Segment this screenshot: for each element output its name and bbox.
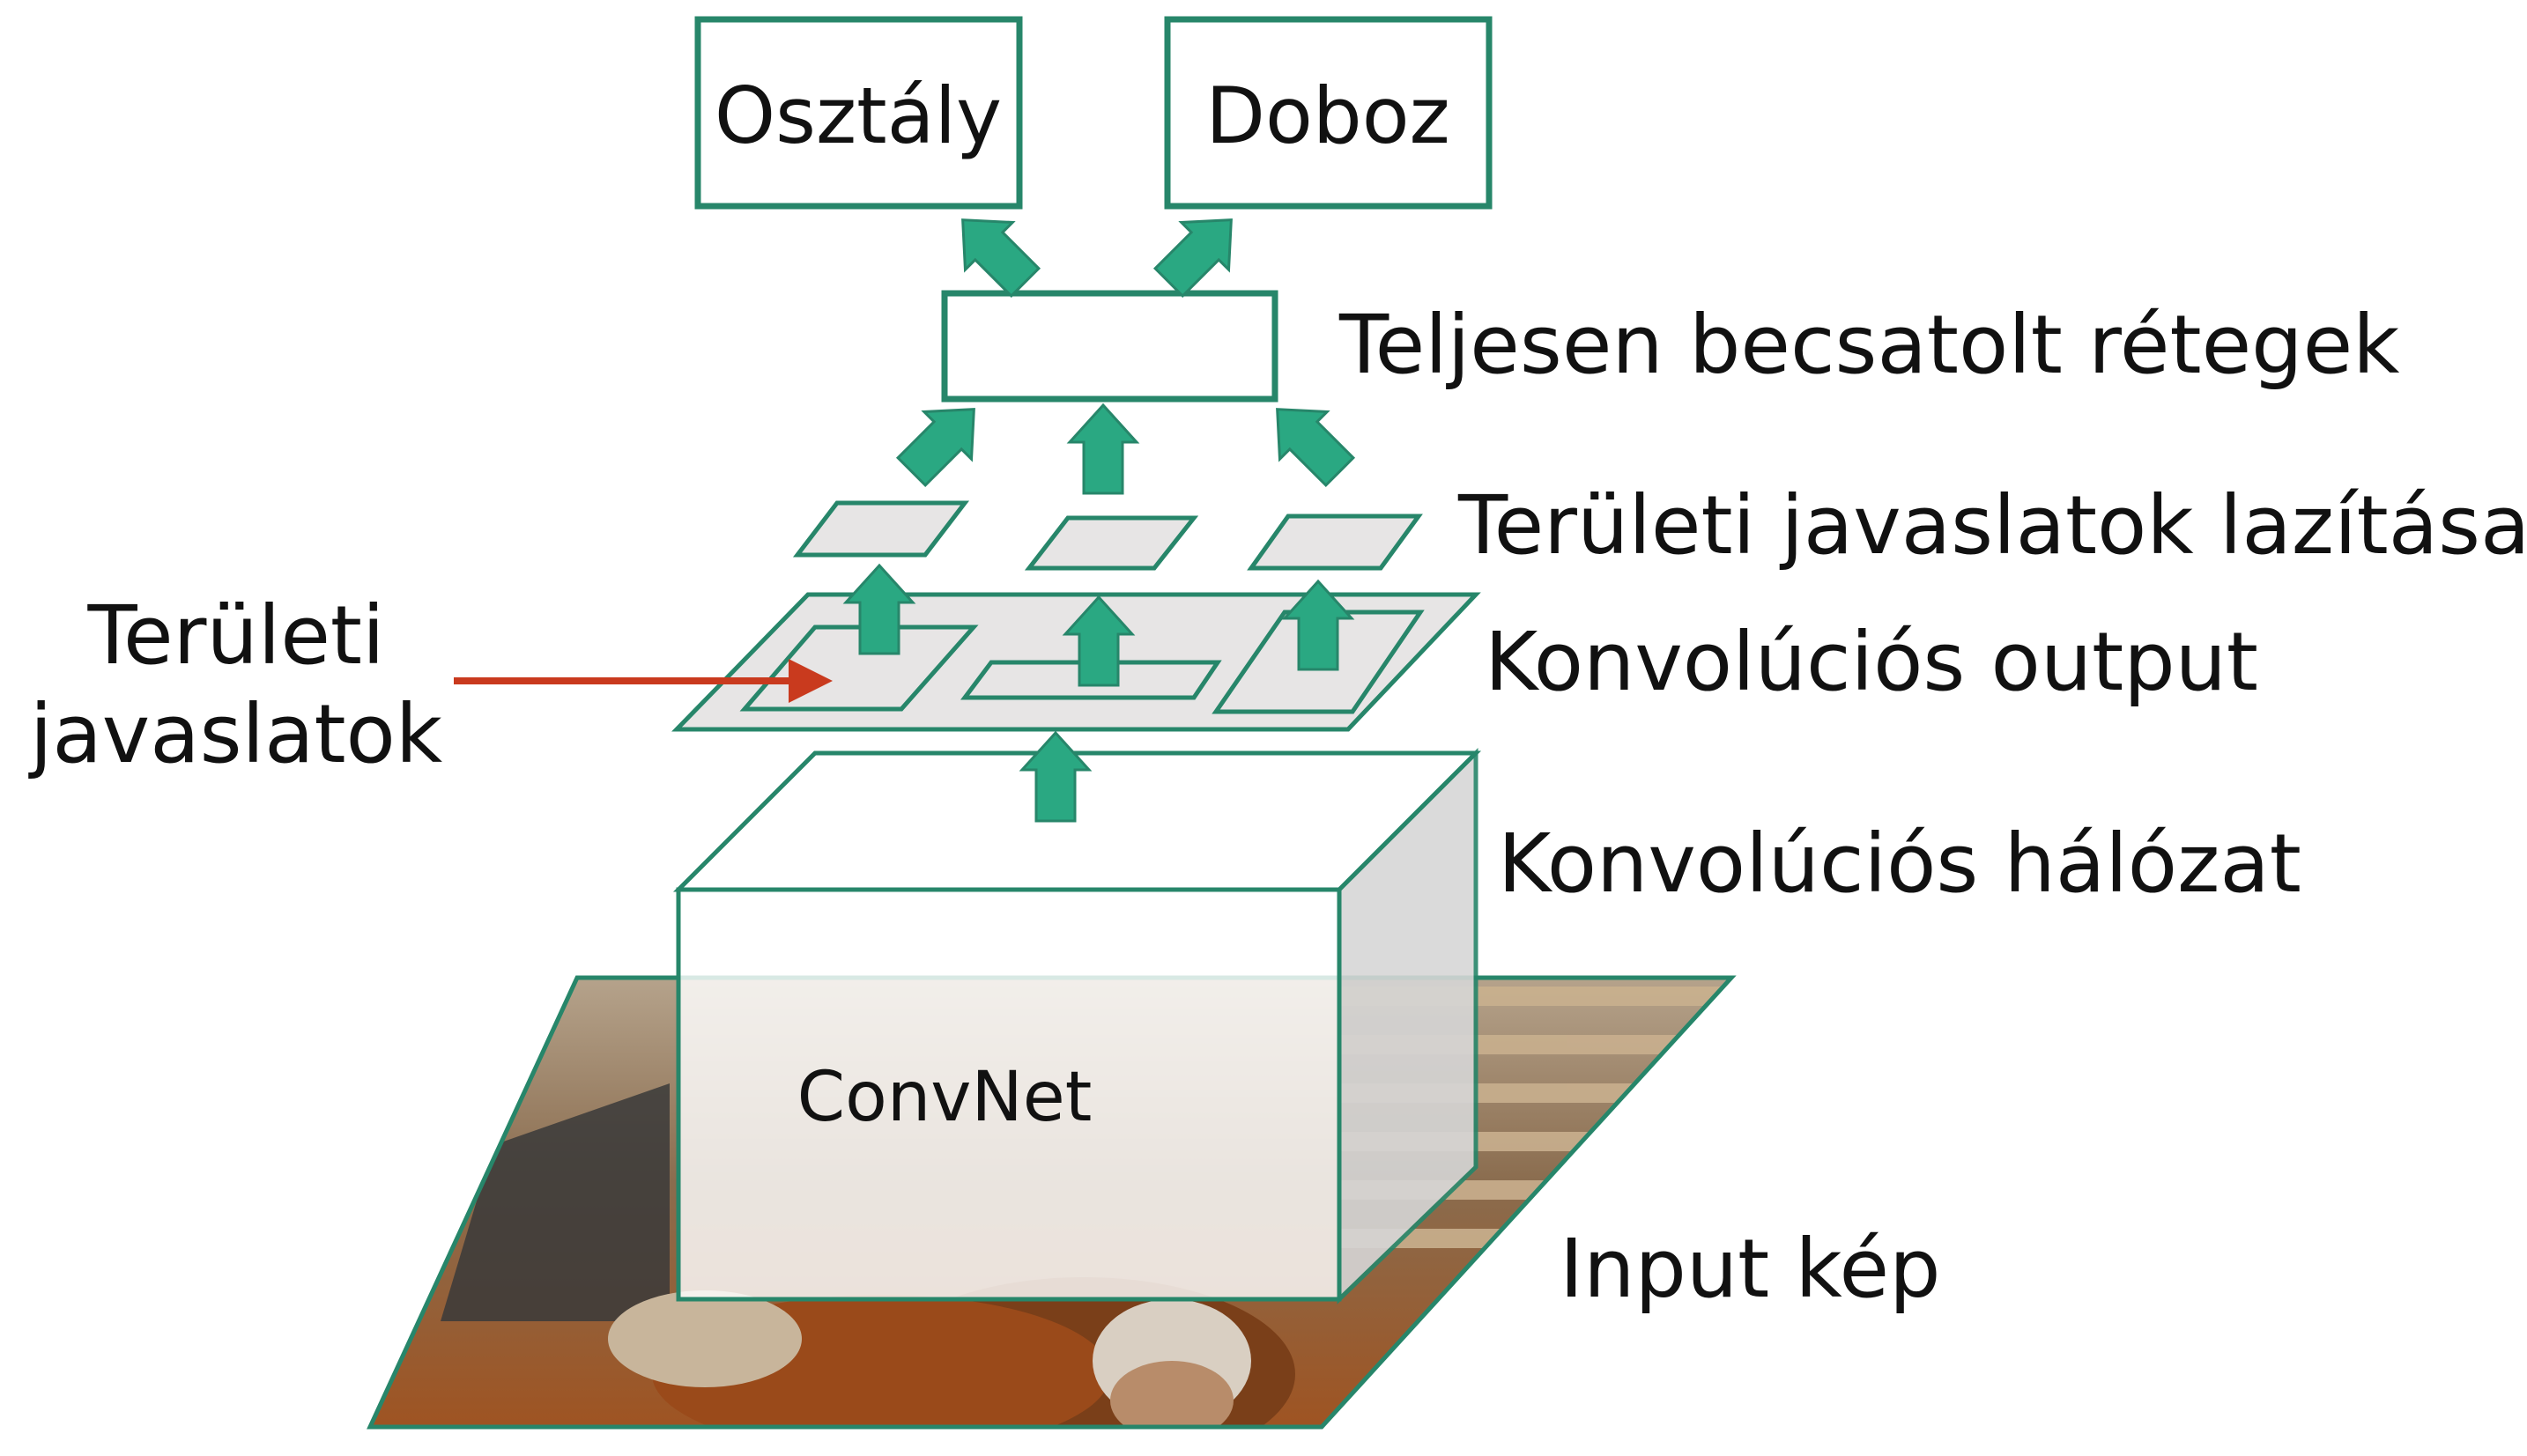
box-output-box: Doboz [1164,16,1493,210]
roi-pooled-features [792,500,1423,571]
up-arrow-icon [937,195,1256,307]
proposal-region-middle [960,660,1222,700]
region-proposals-label-line1: Területi [86,588,384,683]
convnet-label: ConvNet [797,1058,1093,1137]
conv-network-label: Konvolúciós hálózat [1498,817,2301,911]
fc-layers-box [941,290,1278,403]
fc-layers-label: Teljesen becsatolt rétegek [1338,298,2400,392]
conv-output-label: Konvolúciós output [1485,615,2258,709]
roi-pooling-label: Területi javaslatok lazítása [1457,478,2527,573]
roi-pooled-left [792,500,970,558]
roi-pooled-right [1247,514,1423,571]
class-output-label: Osztály [715,70,1002,161]
input-image-label: Input kép [1560,1222,1940,1316]
roi-pooled-middle [1024,515,1199,571]
region-proposals-annotation: Területi javaslatok [28,588,833,781]
box-output-label: Doboz [1205,70,1450,161]
class-output-box: Osztály [694,16,1023,210]
convnet-box: ConvNet [672,747,1482,1304]
proposal-region-left [739,625,979,712]
red-arrow-icon [454,659,833,703]
conv-feature-map [671,592,1481,732]
region-proposals-label-line2: javaslatok [28,687,443,781]
proposal-region-right [1212,610,1425,714]
